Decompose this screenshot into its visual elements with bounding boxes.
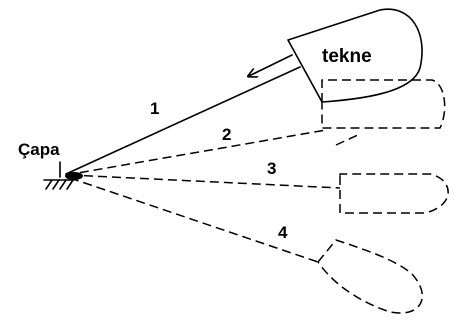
boat-position-1 [287,8,423,103]
rope-4-label: 4 [278,223,288,242]
rope-1-label: 1 [150,99,159,118]
rope-4 [69,177,319,263]
boat-position-4 [317,239,423,314]
rope-1 [65,66,301,175]
motion-arrow [249,54,293,76]
boat-position-2 [321,79,446,129]
rope-3 [69,174,341,189]
rope-2 [65,129,327,176]
rope-2-label: 2 [222,125,231,144]
rope-3-label: 3 [267,159,276,178]
boat-label: tekne [322,46,372,67]
boat-position-3 [339,173,449,214]
anchor-label: Çapa [18,140,60,159]
